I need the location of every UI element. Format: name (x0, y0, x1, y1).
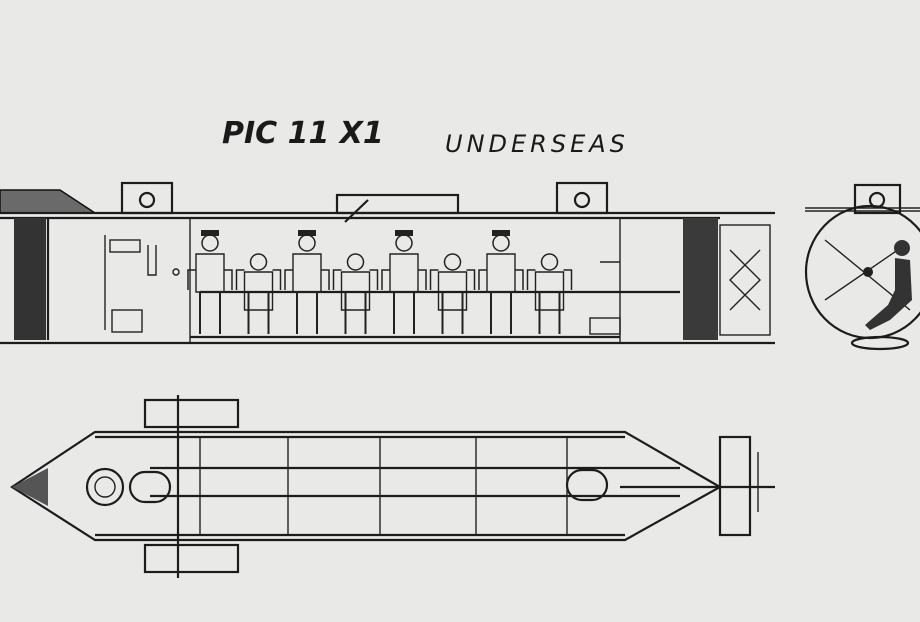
crew-figure (526, 253, 573, 334)
crew-figure (284, 230, 330, 334)
crew-figure (235, 253, 282, 334)
plan-view (9, 395, 775, 578)
side-view (0, 181, 775, 345)
crew-figure (381, 230, 427, 334)
label-pic: PIC 11 X1 (222, 116, 384, 151)
crew-figure (187, 230, 233, 334)
crew-figure (478, 230, 524, 334)
crew-figure (429, 253, 476, 334)
crew-figure (332, 253, 379, 334)
end-view (804, 183, 920, 351)
label-underseas: UNDERSEAS (445, 130, 629, 158)
